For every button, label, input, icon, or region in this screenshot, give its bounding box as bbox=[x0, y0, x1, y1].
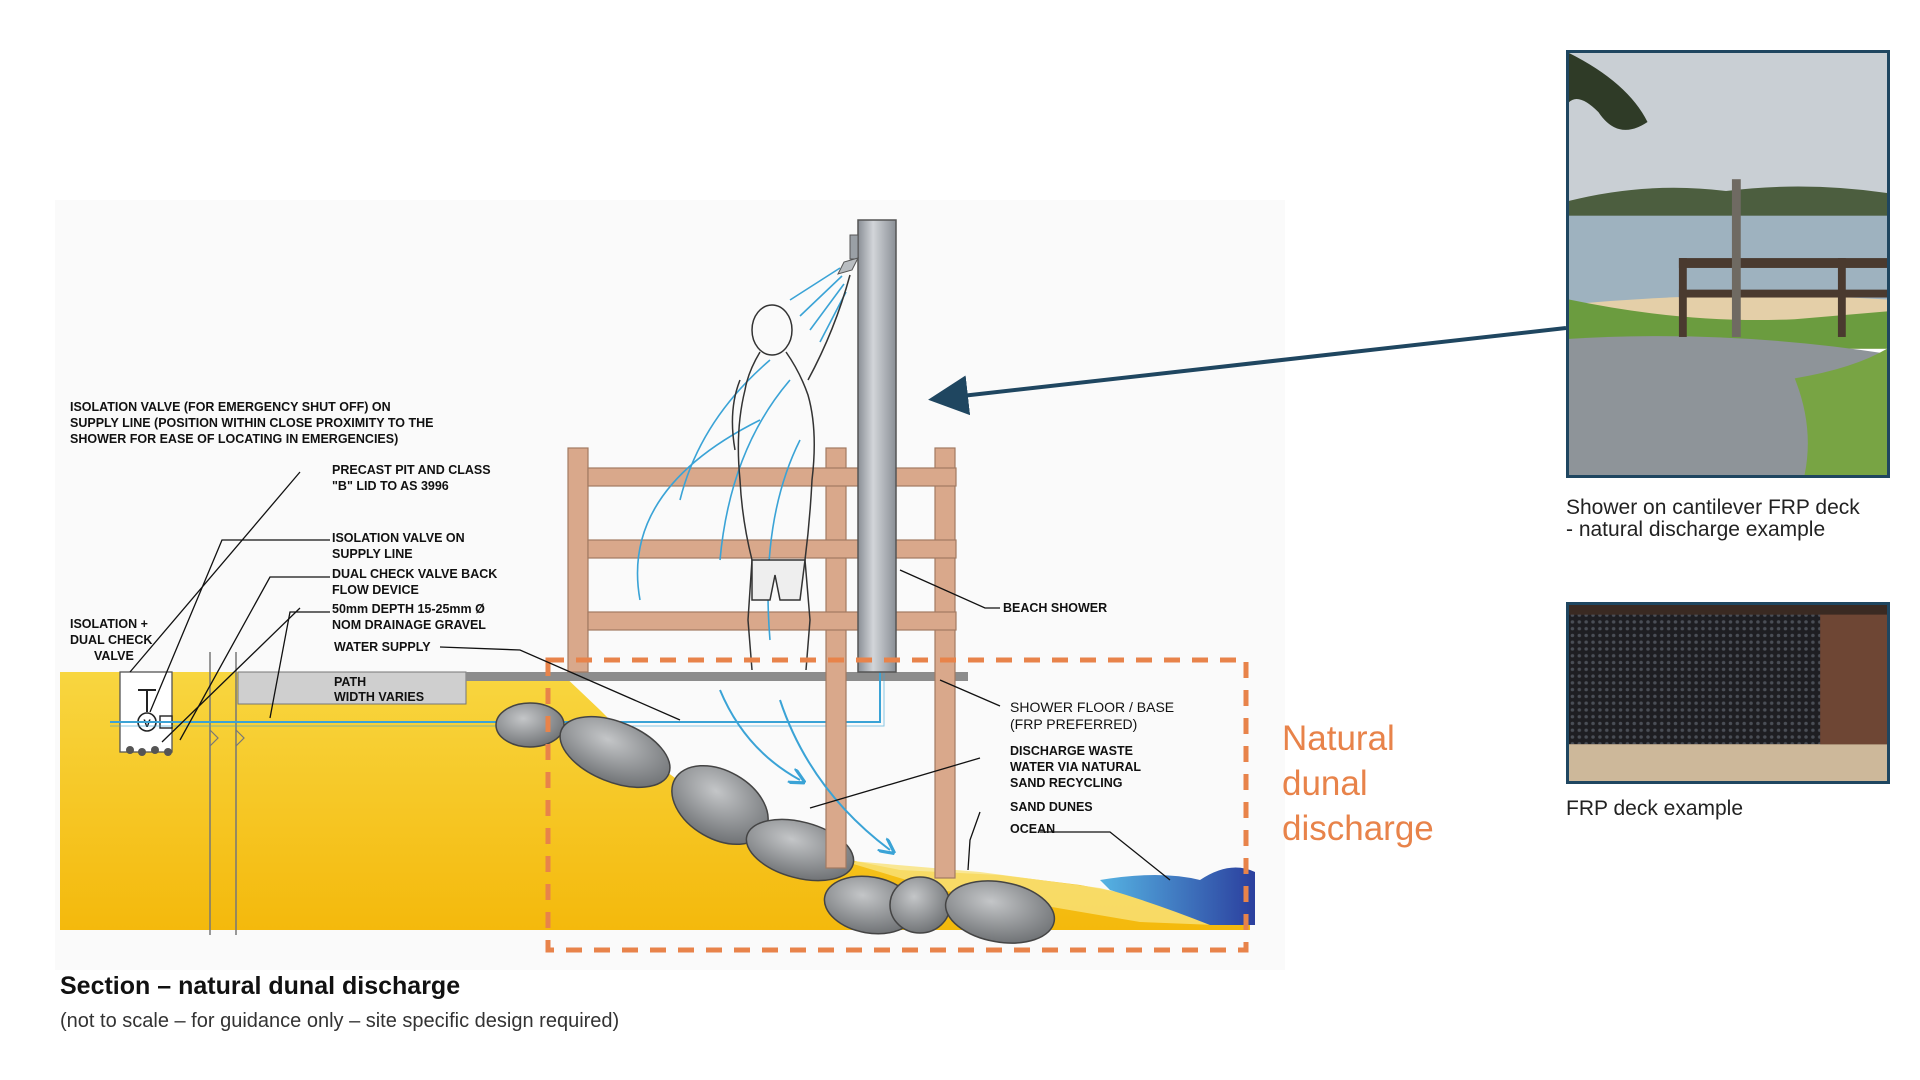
photo-caption-frp-line-1: FRP deck example bbox=[1566, 797, 1744, 820]
label-isolation-dual-check-2: DUAL CHECK bbox=[70, 633, 152, 647]
label-shower-floor-1: SHOWER FLOOR / BASE bbox=[1010, 699, 1174, 715]
callout-labels: ISOLATION VALVE (FOR EMERGENCY SHUT OFF)… bbox=[70, 400, 1174, 836]
label-dual-check-valve-2: FLOW DEVICE bbox=[332, 583, 419, 597]
label-isolation-valve-emergency-3: SHOWER FOR EASE OF LOCATING IN EMERGENCI… bbox=[70, 432, 398, 446]
water-supply-pipe bbox=[110, 672, 881, 723]
photo-frp-deck bbox=[1566, 602, 1890, 784]
person-figure bbox=[731, 274, 851, 671]
label-isolation-valve-emergency-2: SUPPLY LINE (POSITION WITHIN CLOSE PROXI… bbox=[70, 416, 433, 430]
photo-caption-cantilever-line-1: Shower on cantilever FRP deck bbox=[1566, 496, 1860, 519]
highlight-label-line-3: discharge bbox=[1282, 809, 1434, 848]
ocean-water bbox=[1100, 867, 1255, 925]
label-isolation-valve-emergency-1: ISOLATION VALVE (FOR EMERGENCY SHUT OFF)… bbox=[70, 400, 391, 414]
leader-lines bbox=[129, 471, 1171, 881]
label-isolation-dual-check-1: ISOLATION + bbox=[70, 617, 148, 631]
label-ocean: OCEAN bbox=[1010, 822, 1055, 836]
label-isolation-valve-supply-1: ISOLATION VALVE ON bbox=[332, 531, 465, 545]
label-discharge-waste-3: SAND RECYCLING bbox=[1010, 776, 1123, 790]
section-title: Section – natural dunal discharge bbox=[60, 972, 461, 1000]
photo-cantilever-deck bbox=[1566, 50, 1890, 478]
label-beach-shower: BEACH SHOWER bbox=[1003, 601, 1107, 615]
shower-deck bbox=[466, 672, 968, 681]
valve-letter: V bbox=[143, 718, 151, 730]
photo-pointer-arrow bbox=[928, 326, 1567, 416]
label-drainage-gravel-2: NOM DRAINAGE GRAVEL bbox=[332, 618, 486, 632]
photo-caption-cantilever: Shower on cantilever FRP deck - natural … bbox=[1566, 497, 1906, 541]
highlight-box bbox=[545, 657, 1249, 953]
highlight-label-line-2: dunal bbox=[1282, 764, 1368, 803]
label-isolation-dual-check-3: VALVE bbox=[94, 649, 134, 663]
label-dual-check-valve-1: DUAL CHECK VALVE BACK bbox=[332, 567, 497, 581]
sand-ground bbox=[60, 672, 1250, 930]
label-discharge-waste-2: WATER VIA NATURAL bbox=[1010, 760, 1141, 774]
label-path-2: WIDTH VARIES bbox=[334, 690, 424, 704]
section-subtitle: (not to scale – for guidance only – site… bbox=[60, 1010, 620, 1032]
label-discharge-waste-1: DISCHARGE WASTE bbox=[1010, 744, 1133, 758]
label-path-1: PATH bbox=[334, 675, 366, 689]
photo-caption-cantilever-line-2: - natural discharge example bbox=[1566, 518, 1826, 541]
label-precast-pit-1: PRECAST PIT AND CLASS bbox=[332, 463, 491, 477]
highlight-label-line-1: Natural bbox=[1282, 719, 1395, 758]
label-shower-floor-2: (FRP PREFERRED) bbox=[1010, 716, 1137, 732]
label-isolation-valve-supply-2: SUPPLY LINE bbox=[332, 547, 413, 561]
photo-caption-frp: FRP deck example bbox=[1566, 798, 1906, 820]
label-sand-dunes: SAND DUNES bbox=[1010, 800, 1093, 814]
shower-pole bbox=[857, 219, 897, 673]
water-spray bbox=[636, 267, 847, 641]
label-precast-pit-2: "B" LID TO AS 3996 bbox=[332, 479, 449, 493]
label-drainage-gravel-1: 50mm DEPTH 15-25mm Ø bbox=[332, 602, 485, 616]
highlight-label: Natural dunal discharge bbox=[1282, 719, 1434, 848]
label-water-supply: WATER SUPPLY bbox=[334, 640, 431, 654]
